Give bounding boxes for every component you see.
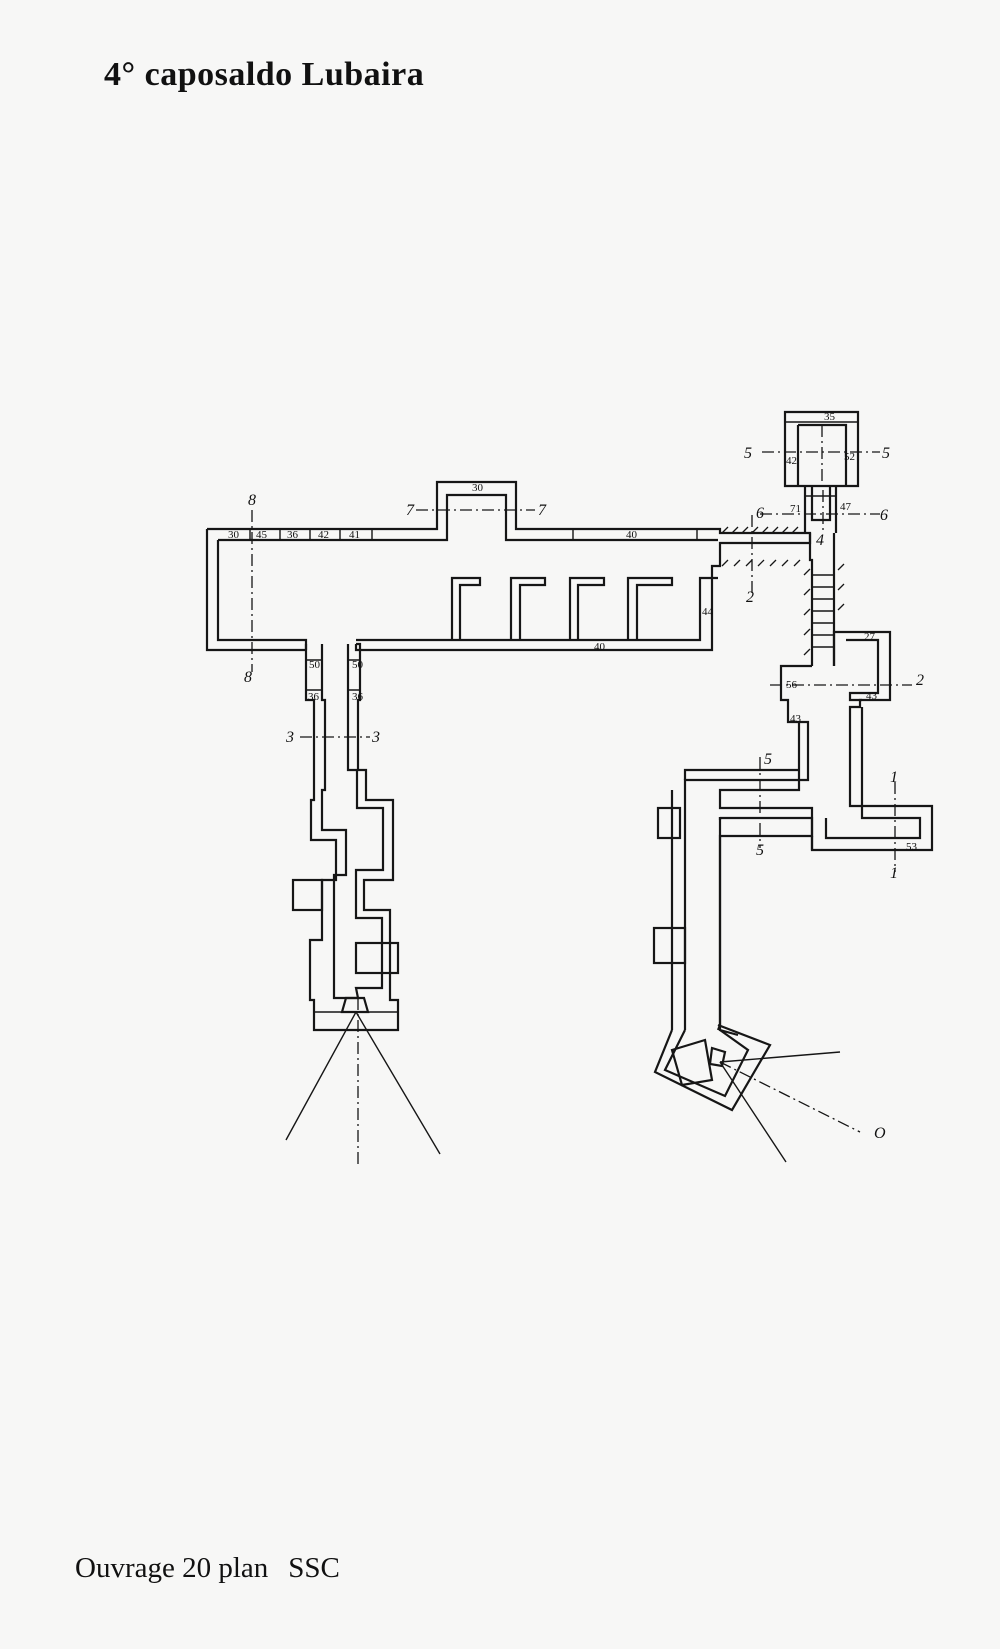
wall-label-43b: 43 [790, 713, 802, 725]
wall-label-41: 41 [349, 529, 360, 541]
wall-label-35: 35 [824, 411, 836, 423]
section-marker-7-right: 7 [538, 502, 547, 519]
page-title: 4° caposaldo Lubaira [104, 56, 425, 93]
wall-label-47: 47 [840, 501, 852, 513]
section-marker-1-top: 1 [890, 769, 898, 786]
caption-main: Ouvrage 20 plan [75, 1552, 269, 1584]
wall-label-50-right: 50 [352, 659, 364, 671]
section-marker-3-left: 3 [285, 729, 294, 746]
section-marker-5-right: 5 [882, 445, 890, 462]
wall-label-40: 40 [626, 529, 638, 541]
section-marker-1-bottom: 1 [890, 865, 898, 882]
wall-label-45: 45 [256, 529, 268, 541]
wall-label-42-east: 42 [786, 455, 797, 467]
section-marker-6-left: 6 [756, 505, 764, 522]
section-marker-s-top: 5 [764, 751, 772, 768]
wall-label-36-left: 36 [308, 691, 320, 703]
section-marker-2-left: 2 [746, 589, 754, 606]
section-marker-3-right: 3 [371, 729, 380, 746]
wall-label-40-bottom: 40 [594, 641, 606, 653]
section-marker-7-left: 7 [406, 502, 415, 519]
section-marker-s-bottom: 5 [756, 842, 764, 859]
wall-label-71: 71 [790, 503, 801, 515]
caption-suffix: SSC [288, 1552, 340, 1584]
wall-label-44: 44 [702, 606, 714, 618]
section-marker-4: 4 [816, 532, 824, 549]
section-marker-5-left: 5 [744, 445, 752, 462]
section-marker-2-right: 2 [916, 672, 924, 689]
wall-label-43: 43 [866, 690, 878, 702]
wall-label-top-30: 30 [472, 482, 484, 494]
wall-label-50-left: 50 [309, 659, 321, 671]
wall-label-36-right: 36 [352, 691, 364, 703]
page-caption: Ouvrage 20 plan SSC [75, 1552, 340, 1585]
wall-label-53: 53 [906, 841, 918, 853]
wall-label-27: 27 [864, 631, 876, 643]
wall-label-36: 36 [287, 529, 299, 541]
wall-label-42: 42 [318, 529, 329, 541]
section-marker-o: O [874, 1125, 886, 1142]
wall-label-52: 52 [844, 451, 855, 463]
section-marker-6-right: 6 [880, 507, 888, 524]
section-marker-8-bottom: 8 [244, 669, 252, 686]
wall-label-56: 56 [786, 679, 798, 691]
wall-label-30: 30 [228, 529, 240, 541]
section-marker-8-top: 8 [248, 492, 256, 509]
